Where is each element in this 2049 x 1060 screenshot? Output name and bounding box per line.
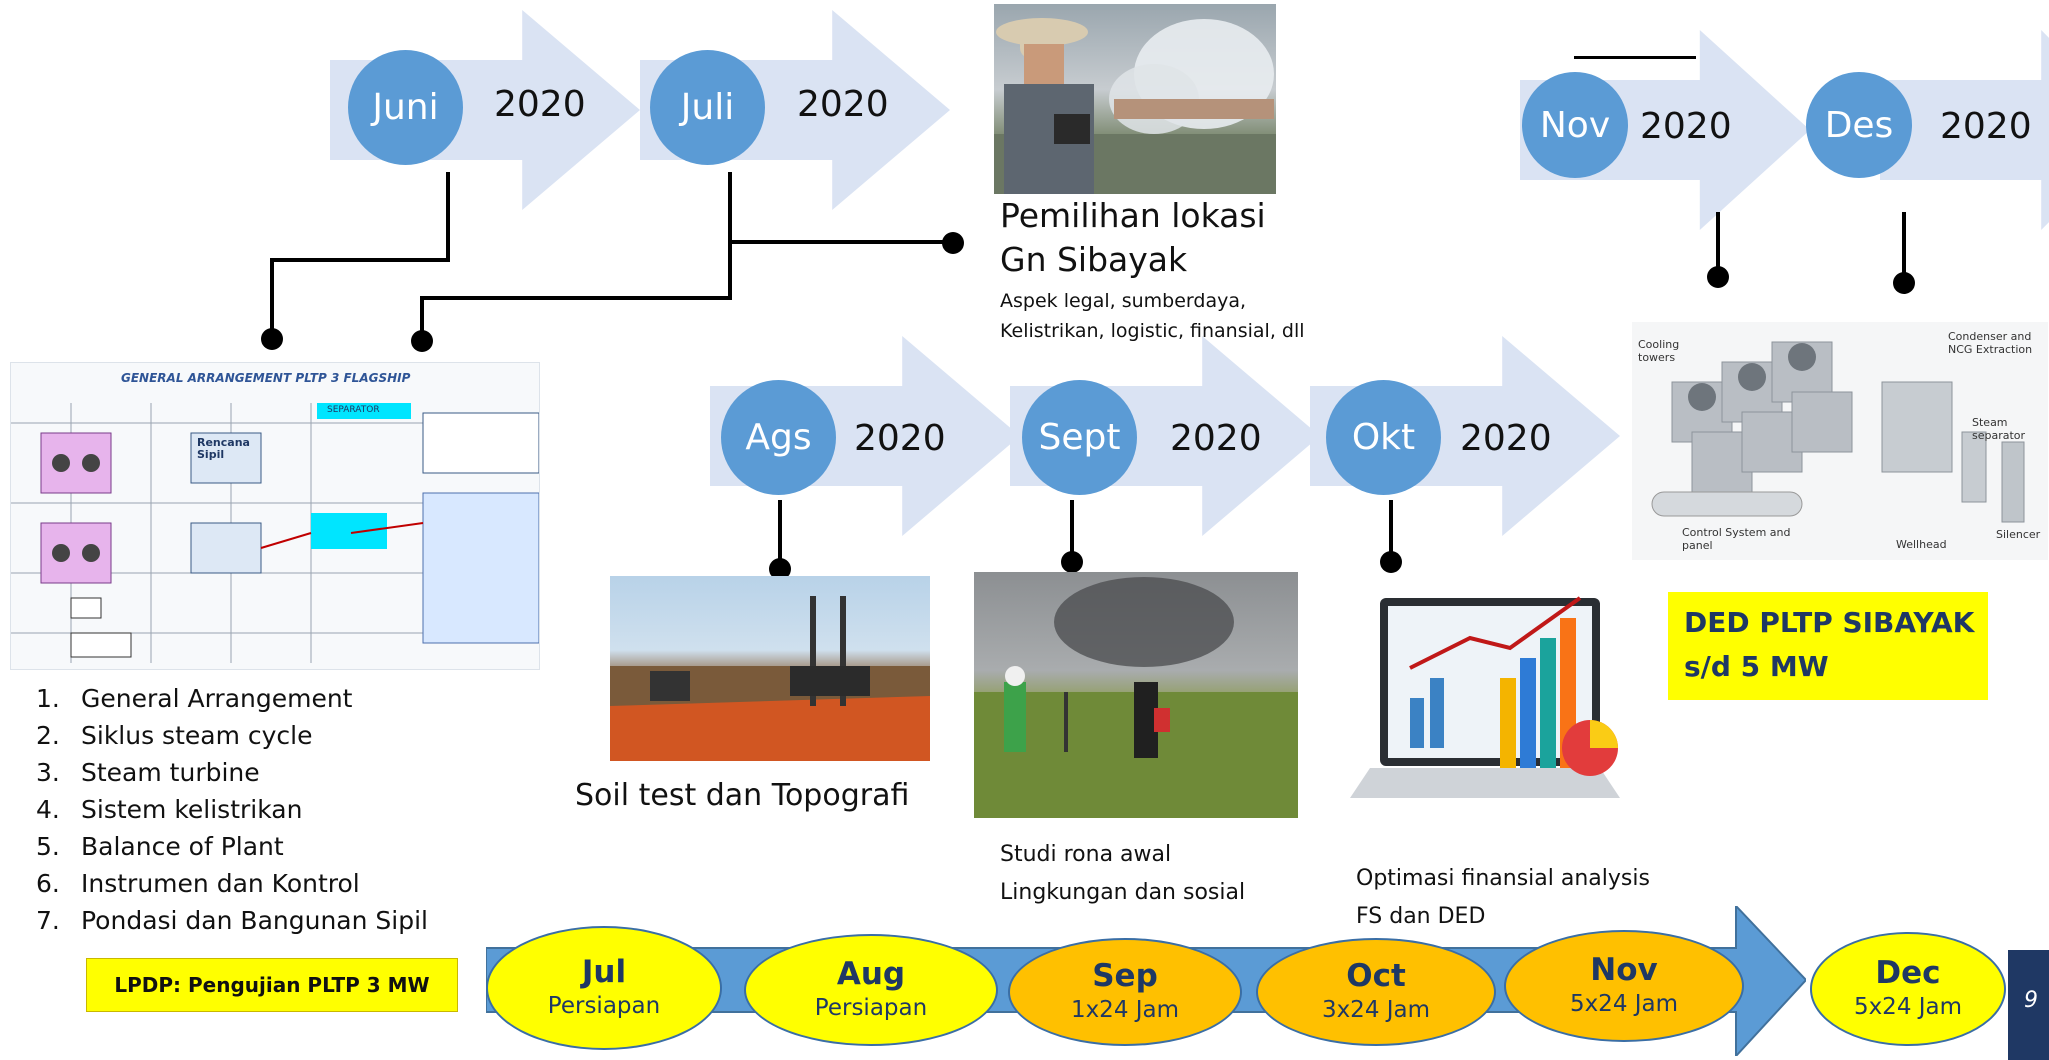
connector-juli <box>728 172 732 300</box>
month-circle-juni: Juni <box>348 50 463 165</box>
timeline-node-oct: Oct 3x24 Jam <box>1256 938 1496 1046</box>
timeline-month: Nov <box>1590 952 1658 988</box>
finance-laptop-image <box>1350 578 1630 808</box>
list-item: 1.General Arrangement <box>36 684 353 713</box>
plant-label-control: Control System and panel <box>1682 526 1791 552</box>
connector-dot <box>1380 551 1402 573</box>
month-circle-des: Des <box>1806 72 1912 178</box>
timeline-sub: 5x24 Jam <box>1853 994 1963 1020</box>
timeline-node-sep: Sep 1x24 Jam <box>1008 938 1242 1046</box>
connector-dot <box>769 558 791 580</box>
lpdp-label-box: LPDP: Pengujian PLTP 3 MW <box>86 958 458 1012</box>
month-circle-nov: Nov <box>1522 72 1628 178</box>
general-arrangement-drawing: GENERAL ARRANGEMENT PLTP 3 FLAGSHIP Renc… <box>10 362 540 670</box>
year-ags: 2020 <box>854 418 946 459</box>
timeline-sub: 3x24 Jam <box>1321 997 1431 1023</box>
rona-caption-1: Studi rona awal <box>1000 842 1172 867</box>
timeline-node-dec: Dec 5x24 Jam <box>1810 932 2006 1046</box>
page-number-tab: 9 <box>2008 950 2049 1060</box>
month-circle-juli: Juli <box>650 50 765 165</box>
list-item: 7.Pondasi dan Bangunan Sipil <box>36 906 428 935</box>
year-juni: 2020 <box>494 84 586 125</box>
year-sept: 2020 <box>1170 418 1262 459</box>
plant-label-cooling: Cooling towers <box>1638 338 1680 364</box>
page-number: 9 <box>2024 988 2038 1013</box>
connector-juni <box>446 172 450 260</box>
connector-okt <box>1389 500 1393 564</box>
month-circle-okt: Okt <box>1326 380 1441 495</box>
connector-des <box>1902 212 1906 282</box>
connector-sept <box>1070 500 1074 564</box>
list-item: 3.Steam turbine <box>36 758 260 787</box>
ded-title-2: s/d 5 MW <box>1684 650 1829 683</box>
ga-scope-list: 1.General Arrangement 2.Siklus steam cyc… <box>36 680 428 939</box>
month-circle-ags: Ags <box>721 380 836 495</box>
plant-label-wellhead: Wellhead <box>1896 538 1947 551</box>
timeline-node-jul: Jul Persiapan <box>486 926 722 1050</box>
timeline-month: Dec <box>1875 955 1941 991</box>
plant-label-condenser: Condenser and NCG Extraction <box>1948 330 2033 356</box>
connector-dot <box>942 232 964 254</box>
timeline-sub: 1x24 Jam <box>1070 997 1180 1023</box>
connector-dot <box>411 330 433 352</box>
year-okt: 2020 <box>1460 418 1552 459</box>
timeline-node-aug: Aug Persiapan <box>744 934 998 1046</box>
site-note-2: Kelistrikan, logistic, finansial, dll <box>1000 320 1305 342</box>
timeline-month: Aug <box>836 956 906 992</box>
finance-caption-2: FS dan DED <box>1356 904 1486 929</box>
list-item: 5.Balance of Plant <box>36 832 284 861</box>
connector-juni-h <box>270 258 450 262</box>
connector-dot <box>261 328 283 350</box>
ga-label-separator: SEPARATOR <box>327 405 380 415</box>
timeline-month: Oct <box>1346 958 1406 994</box>
connector-juli-h <box>420 296 732 300</box>
list-item: 6.Instrumen dan Kontrol <box>36 869 360 898</box>
timeline-sub: Persiapan <box>814 995 928 1021</box>
month-circle-sept: Sept <box>1022 380 1137 495</box>
site-note-1: Aspek legal, sumberdaya, <box>1000 290 1247 312</box>
soil-test-photo <box>610 576 930 761</box>
list-item: 4.Sistem kelistrikan <box>36 795 303 824</box>
site-title-1: Pemilihan lokasi <box>1000 196 1266 235</box>
ga-title: GENERAL ARRANGEMENT PLTP 3 FLAGSHIP <box>121 371 411 385</box>
site-survey-photo <box>994 4 1276 194</box>
year-des: 2020 <box>1940 106 2032 147</box>
connector-site-h <box>730 240 952 244</box>
plant-label-silencer: Silencer <box>1996 528 2041 541</box>
divider-top <box>1574 56 1696 59</box>
ded-highlight-box: DED PLTP SIBAYAK s/d 5 MW <box>1668 592 1988 700</box>
connector-ags <box>778 500 782 568</box>
ga-label-rencana: Rencana Sipil <box>197 436 250 461</box>
connector-juni-v2 <box>270 258 274 338</box>
site-title-2: Gn Sibayak <box>1000 240 1188 279</box>
timeline-sub: 5x24 Jam <box>1569 991 1679 1017</box>
year-nov: 2020 <box>1640 106 1732 147</box>
plant-3d-image: Cooling towers Condenser and NCG Extract… <box>1632 322 2048 560</box>
timeline-node-nov: Nov 5x24 Jam <box>1504 930 1744 1042</box>
soil-caption: Soil test dan Topografi <box>575 778 910 813</box>
year-juli: 2020 <box>797 84 889 125</box>
list-item: 2.Siklus steam cycle <box>36 721 313 750</box>
lpdp-label: LPDP: Pengujian PLTP 3 MW <box>114 973 430 997</box>
rona-survey-photo <box>974 572 1298 818</box>
timeline-month: Sep <box>1092 958 1158 994</box>
plant-label-steam: Steam separator <box>1972 416 2026 442</box>
connector-dot <box>1707 266 1729 288</box>
finance-caption-1: Optimasi finansial analysis <box>1356 866 1650 891</box>
connector-dot <box>1893 272 1915 294</box>
connector-juli-v2 <box>420 296 424 338</box>
connector-nov <box>1716 212 1720 278</box>
connector-dot <box>1061 551 1083 573</box>
ded-title-1: DED PLTP SIBAYAK <box>1684 606 1975 639</box>
rona-caption-2: Lingkungan dan sosial <box>1000 880 1246 905</box>
timeline-sub: Persiapan <box>547 993 661 1019</box>
timeline-month: Jul <box>581 954 627 990</box>
